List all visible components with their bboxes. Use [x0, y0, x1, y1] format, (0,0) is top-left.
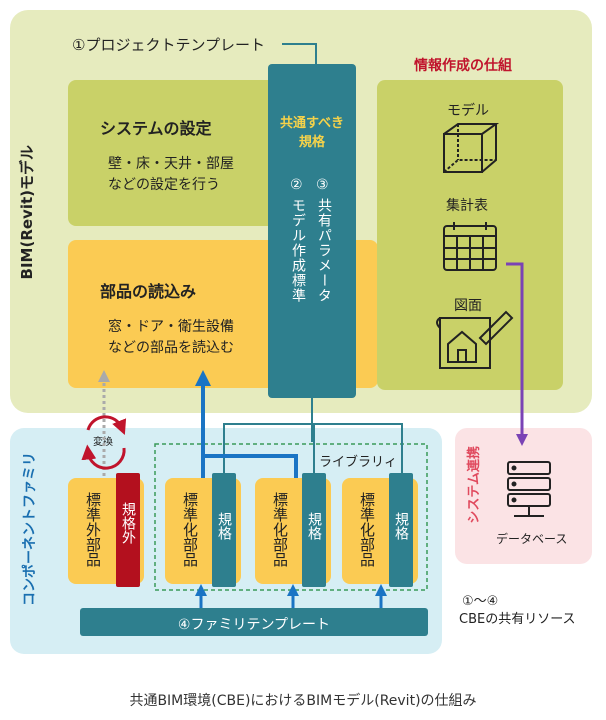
standard-bar-3 — [389, 473, 413, 587]
parts-loading-line1: 窓・ドア・衛生設備 — [108, 319, 234, 335]
standard-bar-2 — [302, 473, 326, 587]
family-template-label: ④ファミリテンプレート — [177, 617, 331, 633]
system-settings-line1: 壁・床・天井・部屋 — [108, 156, 234, 172]
parts-loading-line2: などの部品を読込む — [108, 340, 234, 356]
schedule-label: 集計表 — [446, 198, 488, 214]
system-settings-line2: などの設定を行う — [108, 177, 220, 193]
shared-resources-range: ①～④ — [462, 594, 499, 609]
convert-label: 変換 — [93, 437, 113, 448]
standardized-part-3-text: 標準化部品 — [358, 492, 376, 567]
purple-arrow — [506, 262, 528, 446]
library-outline — [154, 443, 428, 591]
system-link-area — [455, 428, 592, 564]
model-label: モデル — [447, 103, 489, 119]
standard-bar-3-text: 規格 — [393, 512, 409, 540]
non-standard-bar — [116, 473, 140, 587]
standardized-part-2-text: 標準化部品 — [271, 492, 289, 567]
project-template-connector — [282, 43, 317, 64]
database-label: データベース — [496, 532, 568, 546]
project-template-label: ①プロジェクトテンプレート — [72, 36, 265, 54]
database-icon — [507, 461, 551, 517]
standard-bar-1-text: 規格 — [216, 512, 232, 540]
shared-standard-title-1: 共通すべき — [279, 116, 345, 131]
shared-standard-column — [268, 64, 356, 398]
calendar-icon — [443, 222, 497, 271]
teal-connector-lines — [223, 398, 403, 473]
caption: 共通BIM環境(CBE)におけるBIMモデル(Revit)の仕組み — [129, 693, 477, 709]
standardized-part-1-text: 標準化部品 — [181, 492, 199, 567]
col3-number: ③ — [316, 177, 329, 193]
col2-text: モデル作成標準 — [290, 198, 306, 303]
cube-icon — [443, 123, 500, 173]
convert-icon — [81, 415, 127, 470]
non-standard-text: 規格外 — [120, 502, 136, 544]
system-settings-title: システムの設定 — [100, 119, 212, 138]
blue-arrows — [195, 370, 387, 608]
info-creation-label: 情報作成の仕組 — [414, 58, 512, 74]
parts-loading-title: 部品の読込み — [100, 282, 197, 301]
drawing-label: 図面 — [454, 298, 482, 314]
col2-number: ② — [290, 177, 303, 193]
family-template-bar — [80, 608, 428, 636]
shared-standard-title-2: 規格 — [298, 135, 325, 150]
standard-bar-2-text: 規格 — [306, 512, 322, 540]
col3-text: 共有パラメータ — [316, 198, 332, 303]
library-label: ライブラリィ — [319, 455, 398, 470]
shared-resources-label: CBEの共有リソース — [459, 612, 576, 627]
standard-external-text: 標準外部品 — [84, 492, 102, 567]
blueprint-icon — [436, 310, 514, 369]
standard-bar-1 — [212, 473, 236, 587]
